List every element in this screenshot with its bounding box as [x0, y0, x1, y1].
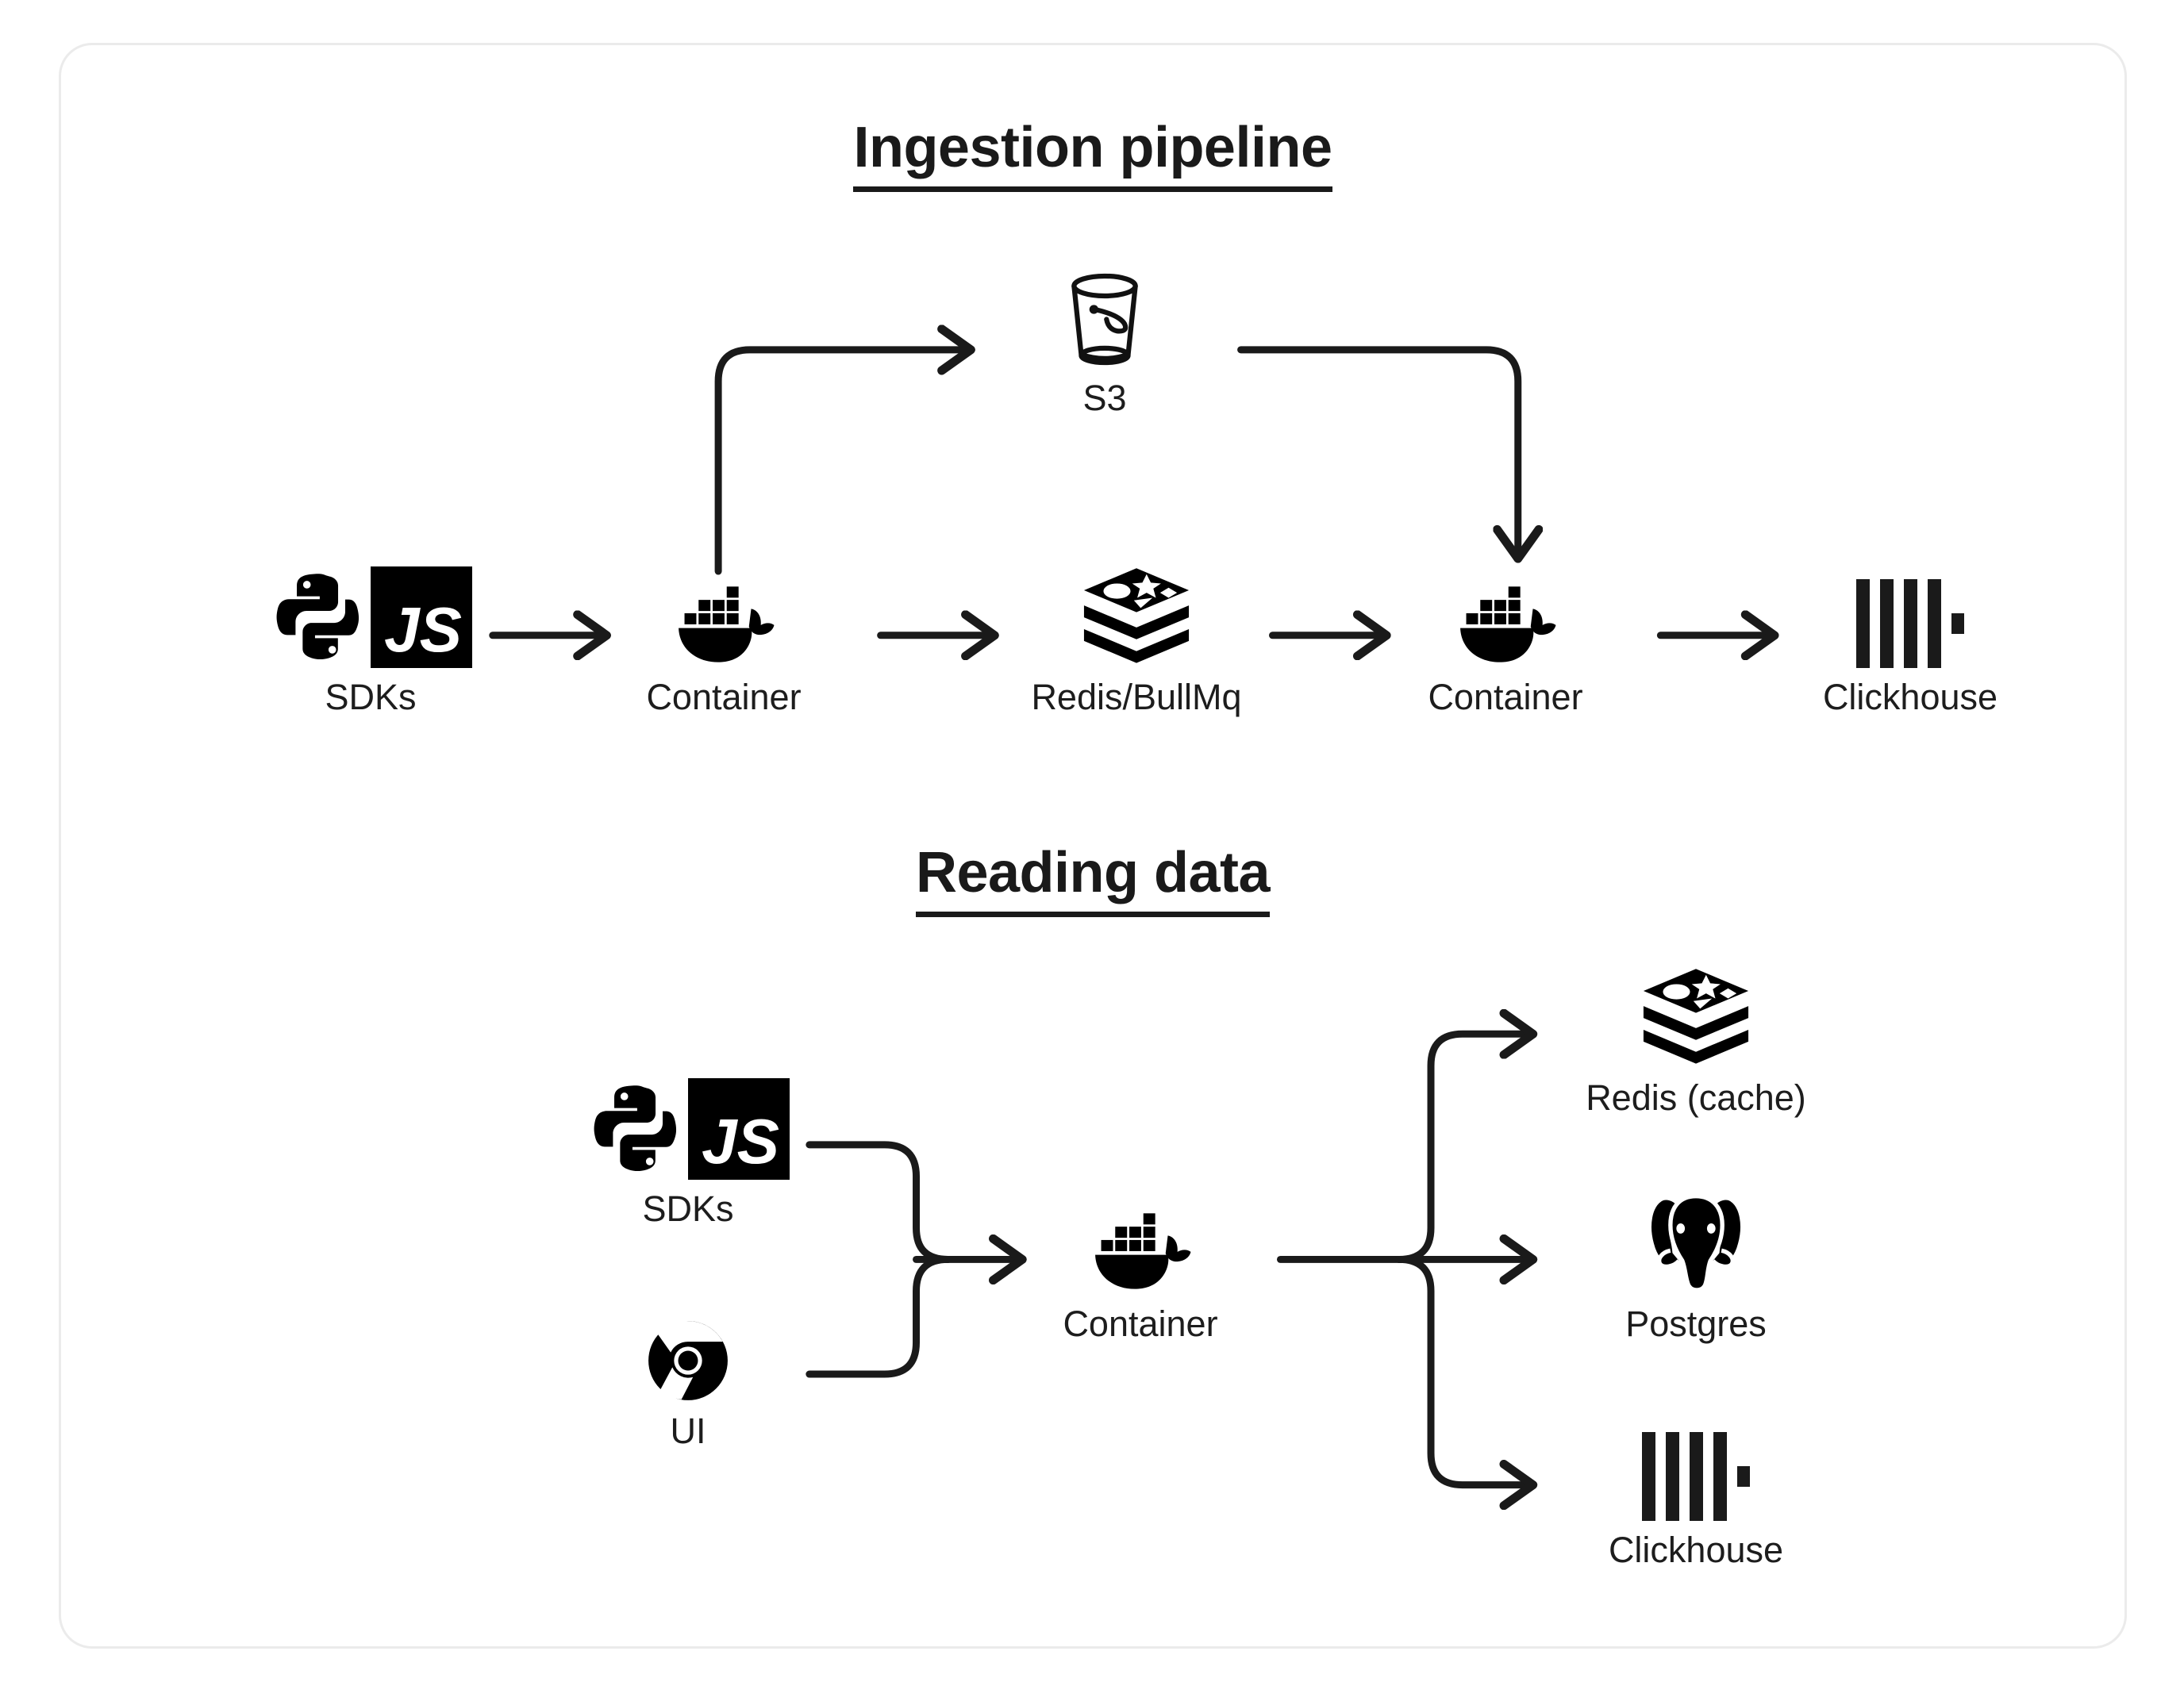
edge-container1-to-s3	[714, 350, 975, 575]
javascript-logo-icon: JS	[688, 1078, 790, 1180]
js-logo-text: JS	[702, 1106, 779, 1177]
section-title-ingestion-text: Ingestion pipeline	[853, 116, 1332, 192]
node-label-clickhouse-ingestion: Clickhouse	[1822, 677, 1998, 717]
js-logo-text: JS	[384, 594, 462, 665]
edge-ui-merge	[806, 1255, 952, 1378]
docker-whale-glyph	[1460, 586, 1556, 662]
node-sdks-reading[interactable]: JS SDKs	[561, 1077, 815, 1229]
docker-whale-icon	[668, 569, 779, 668]
bucket-glyph	[1071, 273, 1138, 366]
docker-whale-icon	[1450, 569, 1561, 668]
edge-container3-to-clickhouse2	[1395, 1255, 1538, 1484]
section-title-ingestion: Ingestion pipeline	[61, 115, 2124, 192]
redis-stack-icon	[1640, 966, 1751, 1069]
node-label-ui: UI	[670, 1411, 706, 1451]
node-sdks-ingestion[interactable]: JS SDKs	[244, 565, 498, 717]
node-label-container-reading: Container	[1063, 1304, 1218, 1344]
redis-glyph	[1643, 969, 1749, 1064]
docker-whale-glyph	[1095, 1213, 1191, 1289]
clickhouse-bars	[1642, 1432, 1750, 1521]
section-title-reading: Reading data	[61, 840, 2124, 917]
node-label-clickhouse-reading: Clickhouse	[1608, 1530, 1784, 1570]
node-s3[interactable]: S3	[1005, 267, 1204, 418]
node-container-reading[interactable]: Container	[1025, 1196, 1255, 1344]
redis-glyph	[1083, 568, 1190, 663]
javascript-logo-icon: JS	[371, 566, 472, 668]
node-redis-cache[interactable]: Redis (cache)	[1537, 966, 1855, 1118]
clickhouse-bars-icon	[1642, 1418, 1750, 1521]
python-logo-icon	[276, 574, 360, 660]
clickhouse-bars-icon	[1856, 565, 1964, 668]
node-container-ingestion-1[interactable]: Container	[609, 569, 839, 717]
docker-whale-glyph	[679, 586, 775, 662]
clickhouse-bars	[1856, 579, 1964, 668]
node-redis-bullmq[interactable]: Redis/BullMq	[998, 565, 1275, 717]
edge-sdks2-merge	[806, 1141, 952, 1263]
python-js-sdk-icon: JS	[586, 1077, 790, 1180]
section-title-reading-text: Reading data	[915, 841, 1271, 917]
node-label-postgres: Postgres	[1625, 1304, 1767, 1344]
node-label-sdks-reading: SDKs	[642, 1188, 734, 1229]
node-ui[interactable]: UI	[601, 1315, 775, 1451]
python-js-sdk-icon: JS	[269, 565, 472, 668]
edge-container3-to-redis-cache	[1395, 1034, 1538, 1263]
connector-layer	[489, 45, 1779, 1646]
docker-whale-icon	[1085, 1196, 1196, 1295]
chrome-glyph	[648, 1320, 728, 1400]
node-label-redis-bullmq: Redis/BullMq	[1031, 677, 1242, 717]
redis-stack-icon	[1081, 565, 1192, 668]
node-clickhouse-ingestion[interactable]: Clickhouse	[1779, 565, 2041, 717]
chrome-browser-icon	[647, 1315, 729, 1402]
postgres-glyph	[1647, 1194, 1745, 1292]
node-clickhouse-reading[interactable]: Clickhouse	[1537, 1418, 1855, 1570]
node-label-redis-cache: Redis (cache)	[1586, 1077, 1806, 1118]
node-label-container-ingestion-2: Container	[1428, 677, 1583, 717]
s3-bucket-icon	[1059, 267, 1151, 369]
node-postgres[interactable]: Postgres	[1553, 1188, 1839, 1344]
node-label-sdks-ingestion: SDKs	[325, 677, 417, 717]
node-label-container-ingestion-1: Container	[646, 677, 802, 717]
python-logo-icon	[594, 1085, 677, 1172]
postgres-elephant-icon	[1644, 1188, 1748, 1295]
node-container-ingestion-2[interactable]: Container	[1390, 569, 1621, 717]
edge-s3-to-container2	[1237, 346, 1518, 563]
node-label-s3: S3	[1082, 378, 1127, 418]
diagram-card: Ingestion pipeline Reading data JS SDKs	[59, 43, 2127, 1649]
